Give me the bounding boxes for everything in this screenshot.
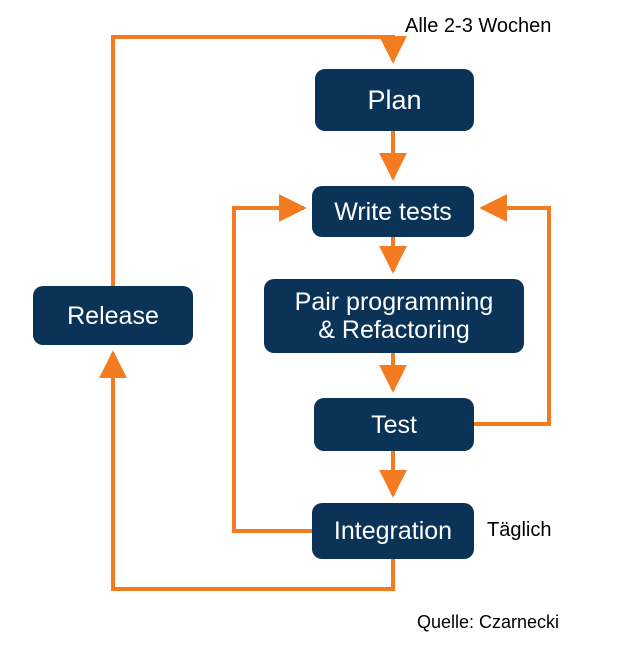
- node-write-tests[interactable]: Write tests: [312, 186, 474, 237]
- connector-test-to-write: [474, 194, 551, 426]
- node-pair-programming-refactoring[interactable]: Pair programming & Refactoring: [264, 279, 524, 353]
- node-test[interactable]: Test: [314, 398, 474, 451]
- label-cadence-weeks: Alle 2-3 Wochen: [405, 15, 552, 37]
- node-release[interactable]: Release: [33, 286, 193, 345]
- node-integration[interactable]: Integration: [312, 503, 474, 559]
- label-cadence-daily: Täglich: [487, 519, 552, 541]
- connector-integration-to-write: [232, 194, 312, 533]
- connector-release-to-plan: [111, 35, 407, 286]
- connector-integration-to-release: [99, 350, 395, 591]
- label-source-attribution: Quelle: Czarnecki: [417, 612, 560, 632]
- node-plan[interactable]: Plan: [315, 69, 474, 131]
